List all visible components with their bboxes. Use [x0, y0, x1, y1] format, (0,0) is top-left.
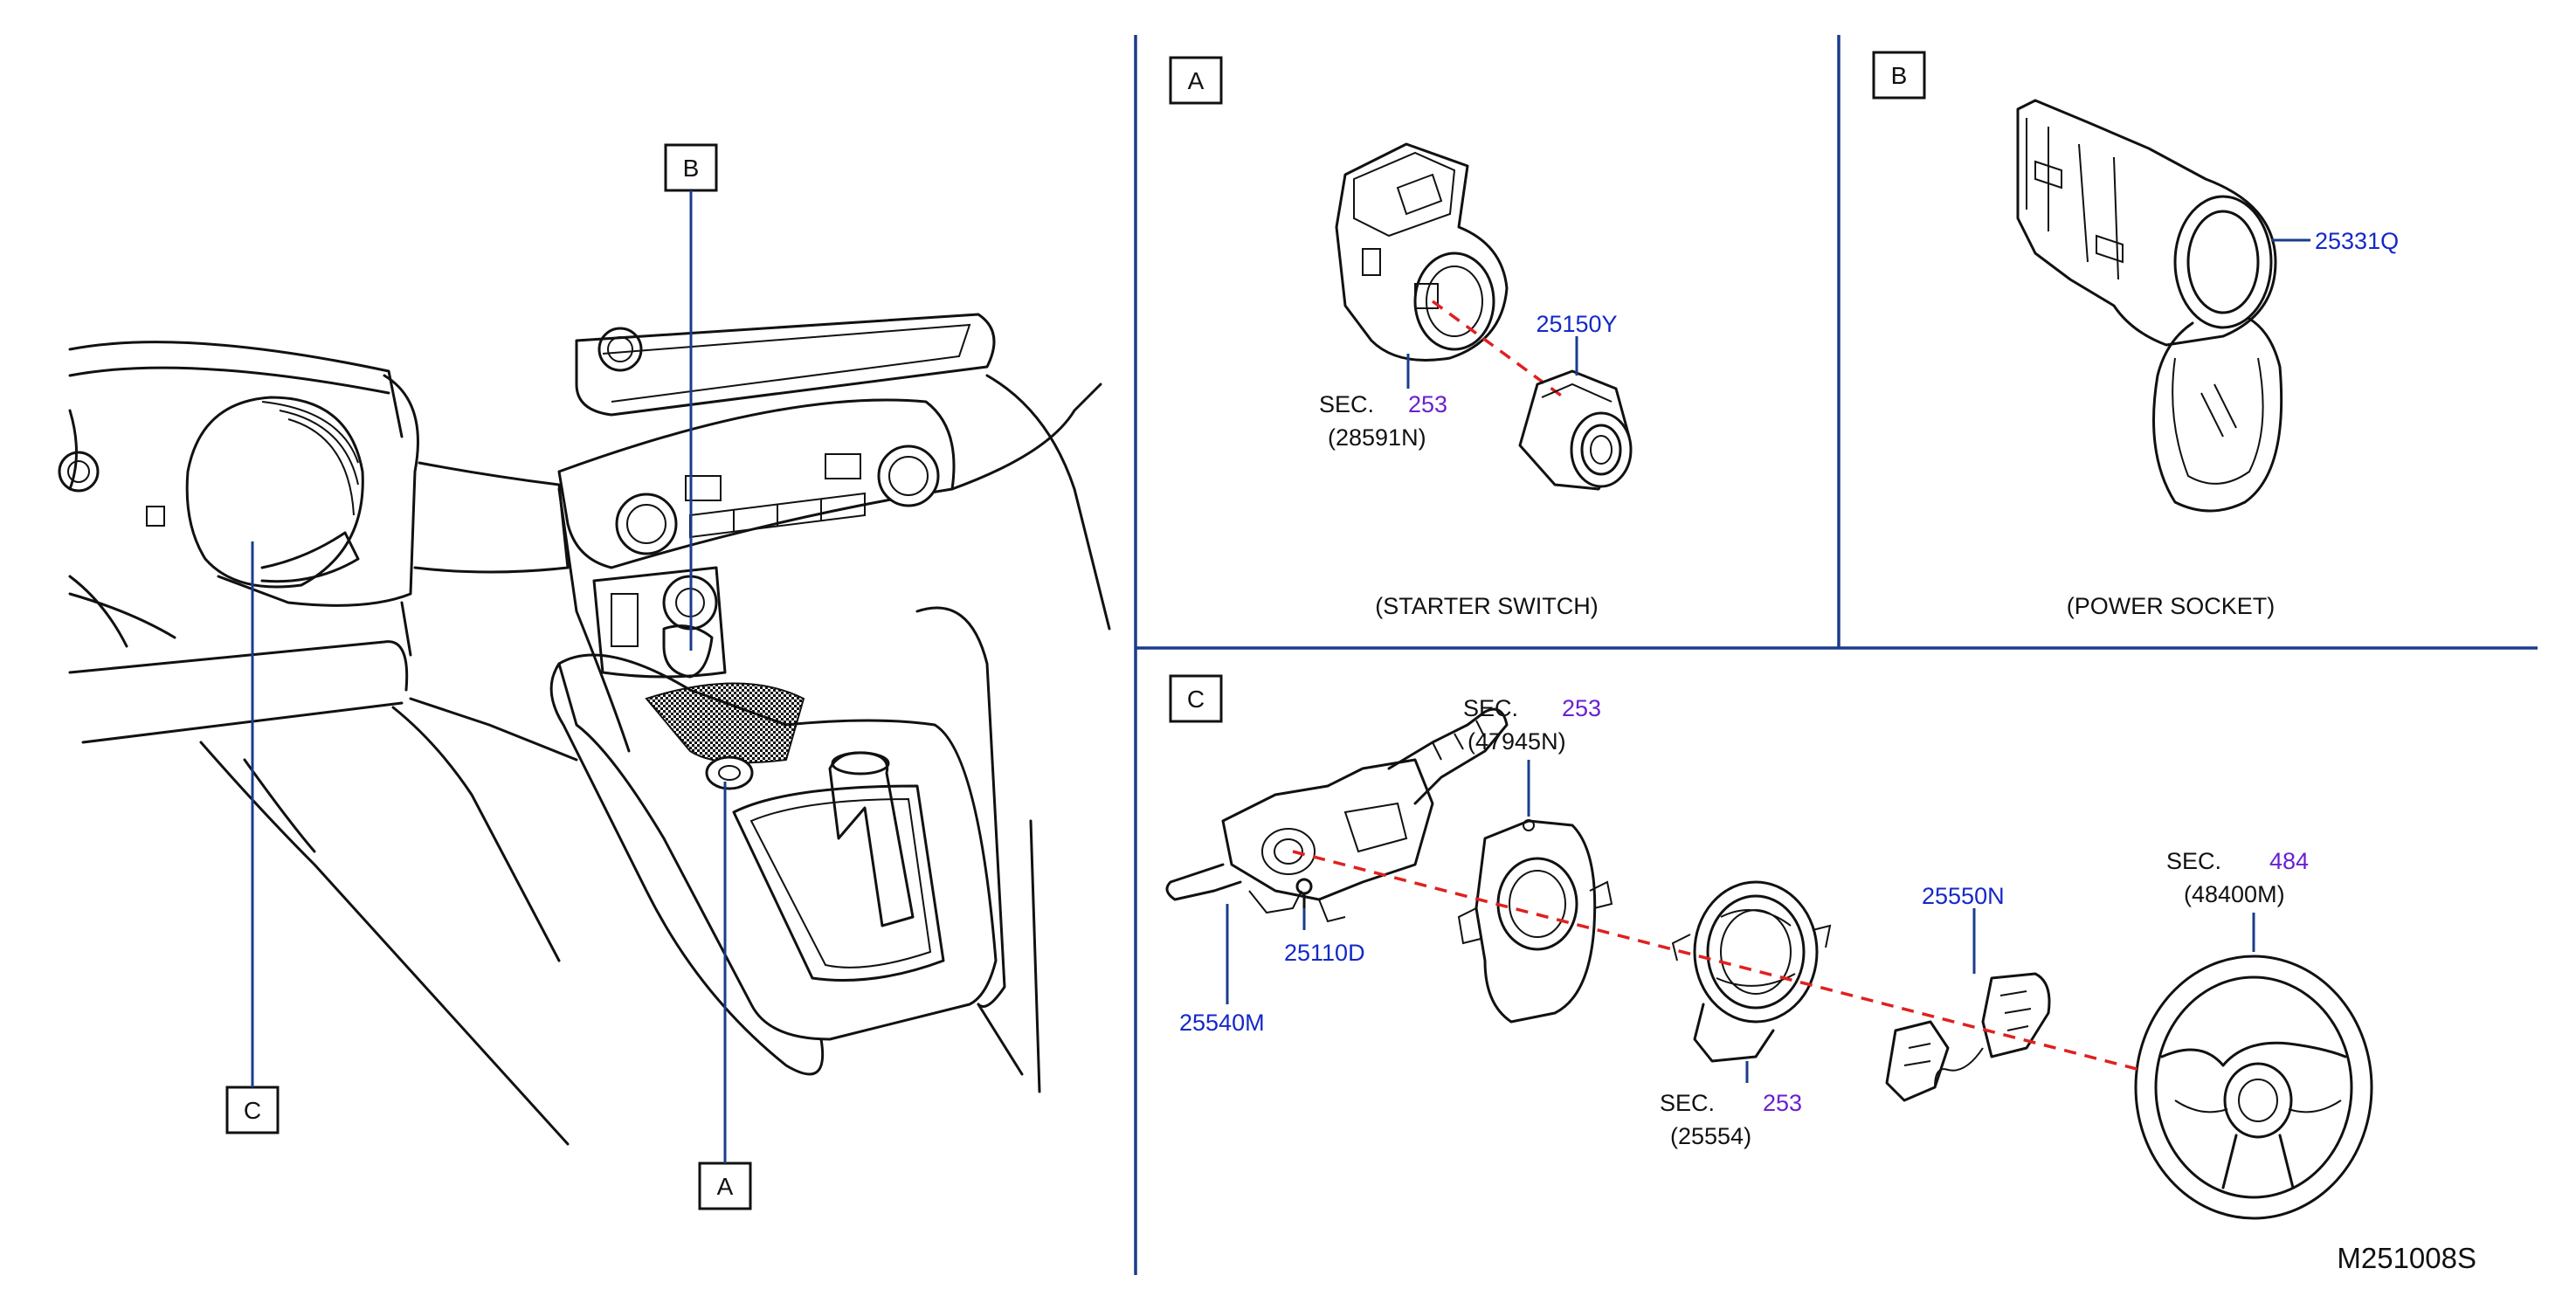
svg-text:253: 253 — [1562, 695, 1601, 721]
panel-b-caption: (POWER SOCKET) — [2067, 593, 2276, 619]
svg-text:C: C — [1187, 686, 1205, 713]
dashboard-overview — [58, 313, 1111, 1146]
part-25540m-label[interactable]: 25540M — [1179, 1010, 1265, 1036]
svg-text:A: A — [1188, 67, 1205, 94]
screw-drawing — [1295, 878, 1313, 910]
sec-253-label-top[interactable]: SEC. 253 (47945N) — [1463, 695, 1601, 755]
overview-callout-b[interactable]: B — [664, 143, 718, 192]
svg-text:B: B — [1891, 62, 1908, 89]
power-socket-drawing — [2016, 99, 2283, 513]
part-25110d-label[interactable]: 25110D — [1284, 940, 1365, 966]
push-start-switch-drawing — [1518, 369, 1633, 491]
panel-c-callout[interactable]: C — [1169, 674, 1223, 723]
svg-text:B: B — [683, 155, 700, 182]
svg-text:253: 253 — [1408, 391, 1447, 417]
svg-text:(25554): (25554) — [1670, 1123, 1751, 1149]
svg-text:A: A — [717, 1173, 734, 1200]
panel-b-callout[interactable]: B — [1872, 51, 1926, 100]
svg-text:SEC.: SEC. — [1660, 1090, 1715, 1116]
steering-switch-drawing — [1885, 972, 2051, 1102]
panel-a-callout[interactable]: A — [1169, 56, 1223, 105]
steering-wheel-drawing — [2134, 955, 2373, 1220]
sec-253-label-mid[interactable]: SEC. 253 (25554) — [1660, 1090, 1802, 1149]
svg-text:SEC.: SEC. — [1319, 391, 1374, 417]
panel-a-caption: (STARTER SWITCH) — [1375, 593, 1599, 619]
overview-callout-a[interactable]: A — [698, 1162, 752, 1210]
svg-text:(28591N): (28591N) — [1328, 424, 1426, 451]
part-25331q-label[interactable]: 25331Q — [2315, 228, 2399, 254]
sec-253-label-a[interactable]: SEC. 253 (28591N) — [1319, 391, 1447, 451]
part-25550n-label[interactable]: 25550N — [1922, 883, 2005, 909]
svg-text:SEC.: SEC. — [1463, 695, 1518, 721]
combination-switch-drawing — [1165, 707, 1509, 923]
sec-484-label[interactable]: SEC. 484 (48400M) — [2166, 848, 2309, 907]
svg-text:(48400M): (48400M) — [2184, 881, 2285, 907]
diagram-code: M251008S — [2337, 1242, 2476, 1274]
svg-text:(47945N): (47945N) — [1468, 728, 1566, 755]
steering-angle-sensor-drawing — [1457, 819, 1613, 1024]
svg-text:C: C — [244, 1097, 261, 1124]
svg-text:SEC.: SEC. — [2166, 848, 2221, 874]
svg-text:253: 253 — [1763, 1090, 1802, 1116]
spiral-cable-drawing — [1671, 880, 1832, 1063]
svg-text:484: 484 — [2269, 848, 2309, 874]
overview-callout-c[interactable]: C — [225, 1086, 280, 1134]
part-25150y-label[interactable]: 25150Y — [1536, 311, 1617, 337]
ignition-housing-drawing — [1335, 142, 1509, 362]
panel-dividers — [1134, 35, 2538, 1275]
